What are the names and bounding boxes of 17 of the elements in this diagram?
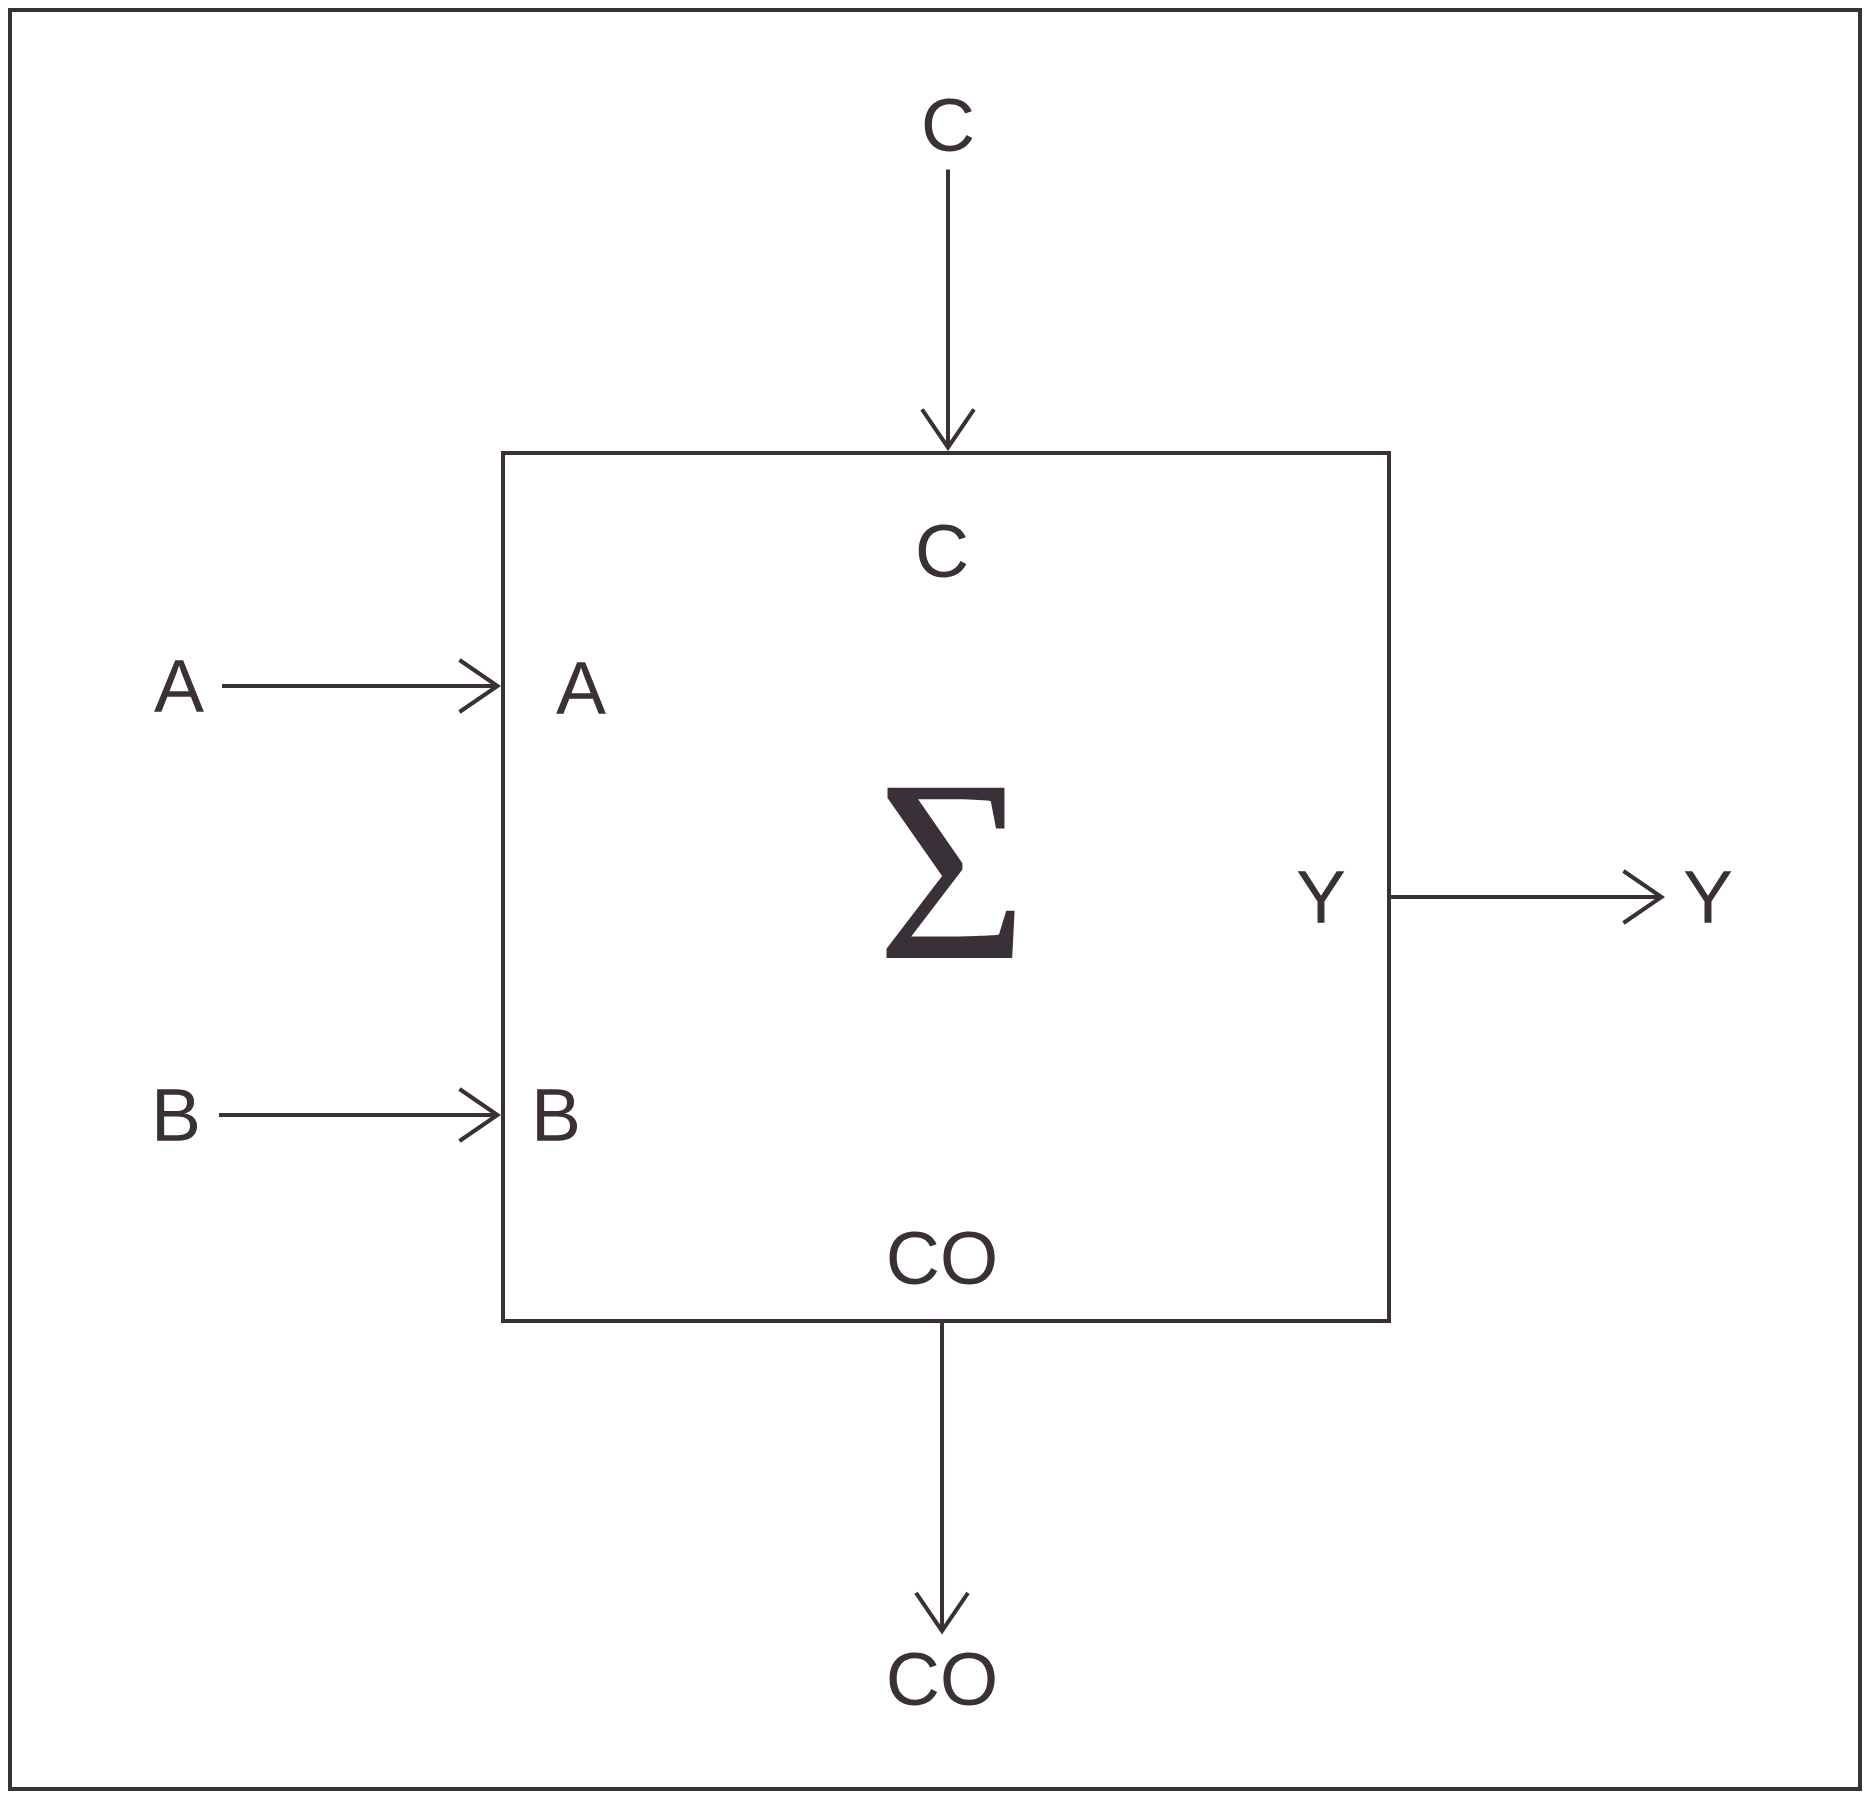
- pin-label: A: [556, 662, 606, 714]
- signal-label: CO: [889, 1652, 995, 1706]
- pin-label: Y: [1297, 871, 1345, 923]
- arrow: [920, 169, 976, 451]
- pin-label: CO: [889, 1231, 995, 1285]
- arrow: [1391, 869, 1665, 925]
- signal-label: A: [154, 660, 204, 712]
- signal-label: Y: [1684, 871, 1732, 923]
- signal-label: B: [157, 1089, 198, 1141]
- pin-label: B: [537, 1089, 578, 1141]
- arrow: [222, 658, 501, 714]
- adder-block: [501, 450, 1391, 1323]
- signal-label: C: [924, 98, 973, 152]
- sum-symbol: Σ: [886, 787, 1015, 959]
- arrow: [914, 1323, 970, 1635]
- pin-label: C: [918, 524, 967, 578]
- arrow: [219, 1087, 501, 1143]
